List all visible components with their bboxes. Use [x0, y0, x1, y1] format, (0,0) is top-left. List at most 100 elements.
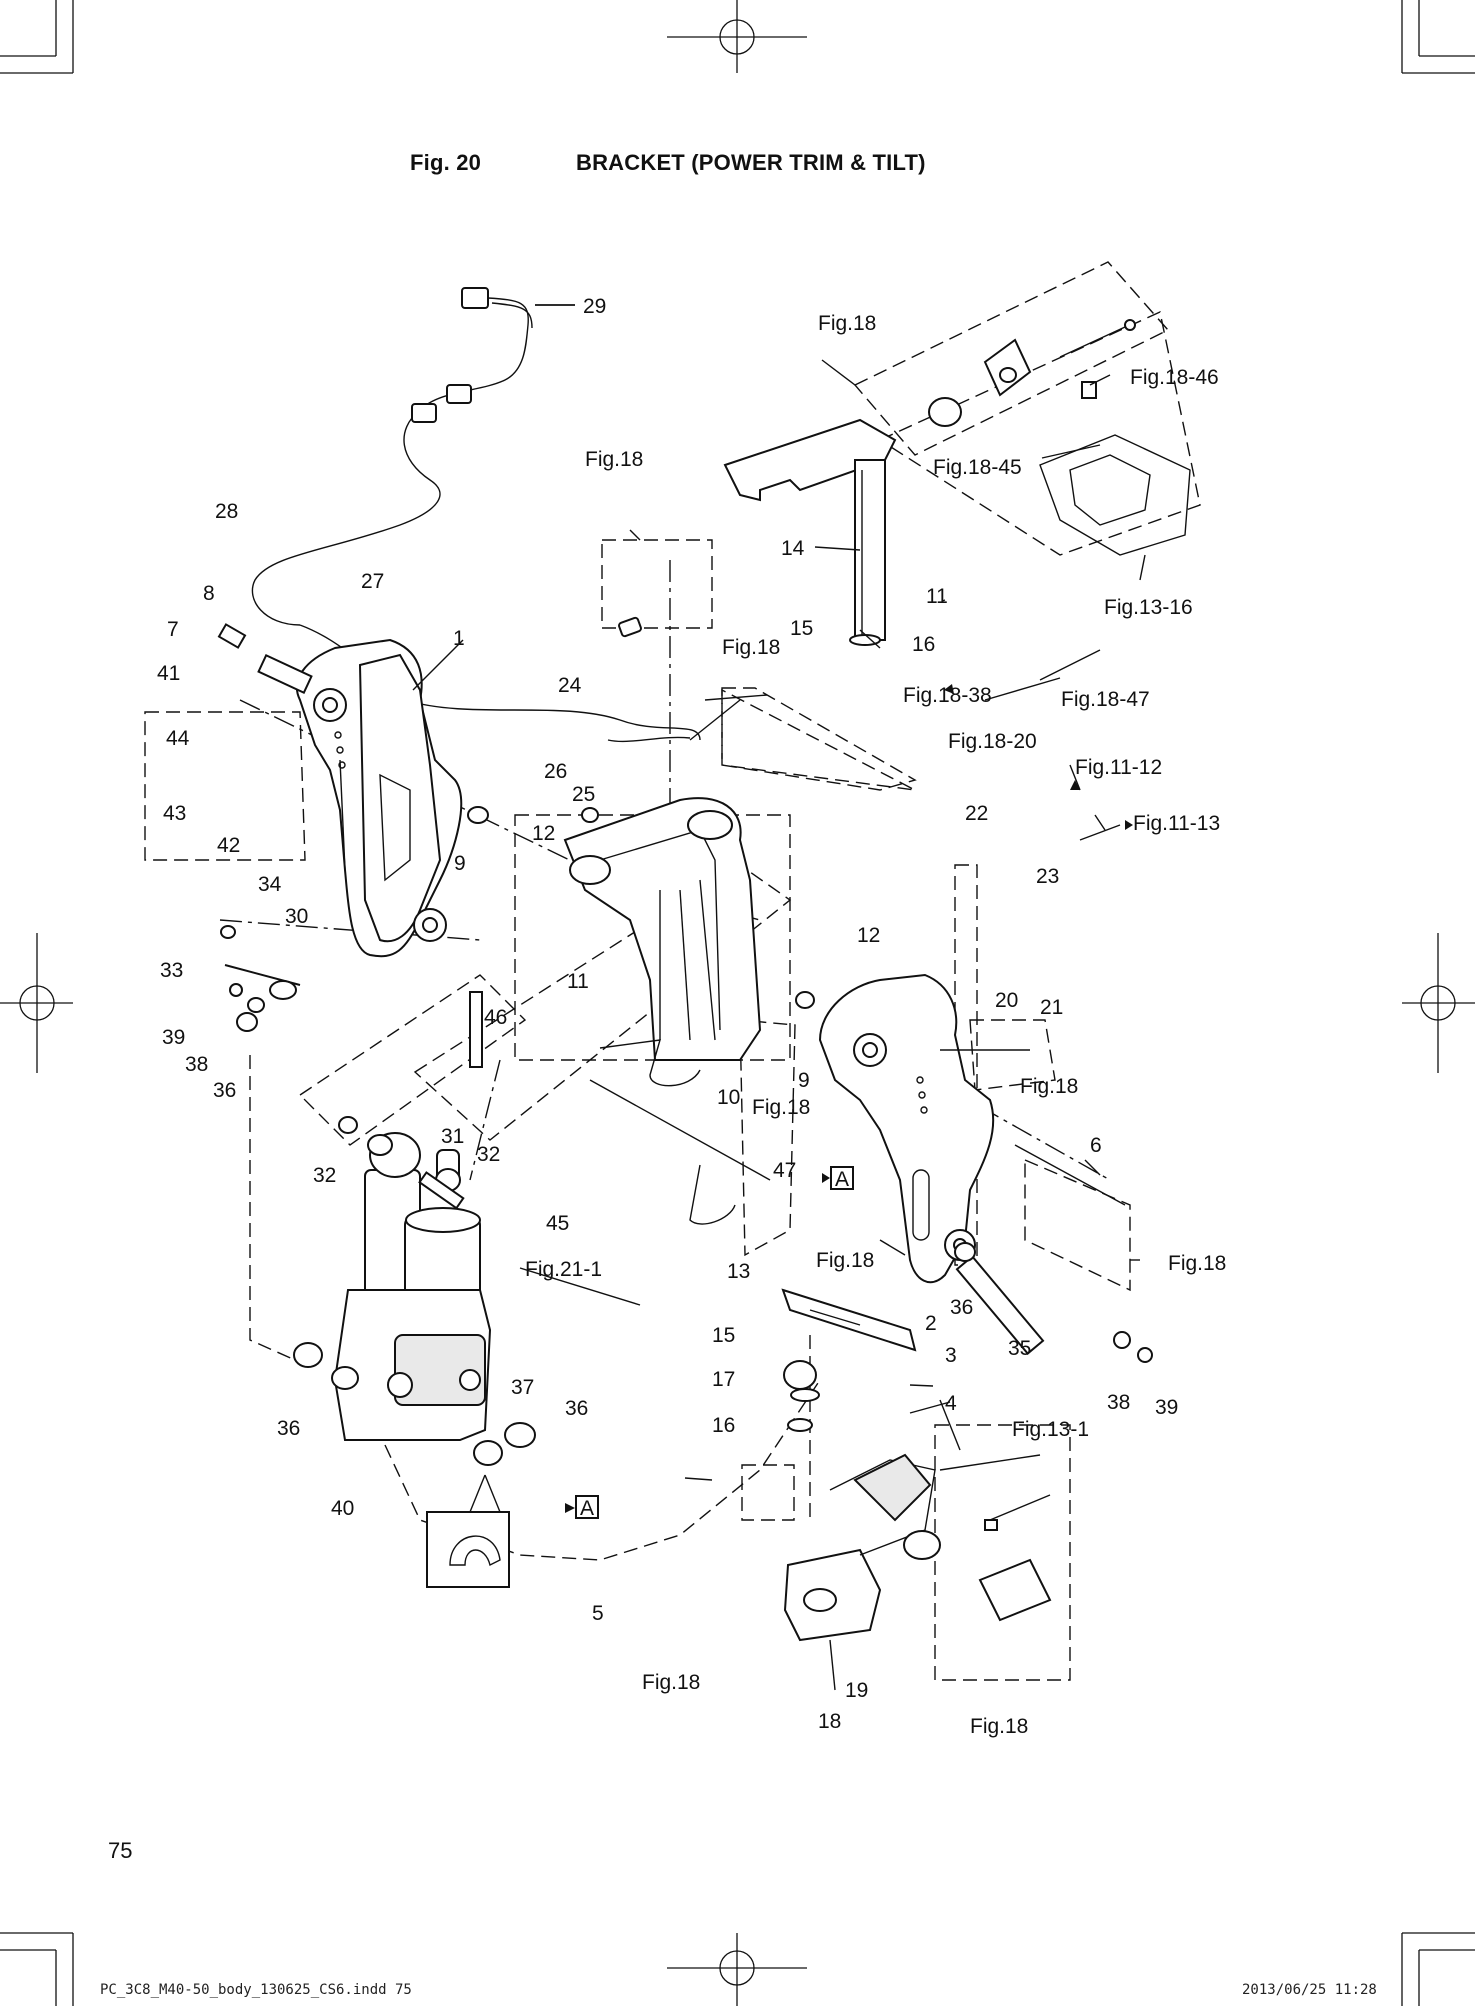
callout-15b: 15 [712, 1324, 735, 1347]
callout-21: 21 [1040, 996, 1063, 1019]
callout-5: 5 [592, 1602, 604, 1625]
callout-1: 1 [453, 627, 465, 650]
callout-8: 8 [203, 582, 215, 605]
callout-41: 41 [157, 662, 180, 685]
ref-fig18-axle: Fig.18 [1168, 1252, 1226, 1275]
callout-47: 47 [773, 1159, 796, 1182]
callout-12a: 12 [532, 822, 555, 845]
callout-37: 37 [511, 1376, 534, 1399]
callout-labels: 1 2 3 4 5 6 7 8 9 9 10 11 11 12 12 13 14… [157, 295, 1178, 1733]
callout-18: 18 [818, 1710, 841, 1733]
reference-box-a-upper: A [830, 1166, 854, 1191]
footer-date: 2013/06/25 11:28 [1242, 1982, 1377, 1998]
ref-fig18-br: Fig.18 [970, 1715, 1028, 1738]
callout-36d: 36 [565, 1397, 588, 1420]
callout-32a: 32 [313, 1164, 336, 1187]
callout-27: 27 [361, 570, 384, 593]
connector-icon [446, 384, 472, 404]
page-number: 75 [108, 1838, 133, 1863]
ref-fig21-1: Fig.21-1 [525, 1258, 602, 1281]
callout-40: 40 [331, 1497, 354, 1520]
ref-fig18-38: Fig.18-38 [903, 684, 992, 707]
ref-fig18-mid: Fig.18 [722, 636, 780, 659]
callout-26: 26 [544, 760, 567, 783]
callout-15a: 15 [790, 617, 813, 640]
ref-box-a-lower-label: A [580, 1497, 594, 1520]
callout-20: 20 [995, 989, 1018, 1012]
ref-fig18-47: Fig.18-47 [1061, 688, 1150, 711]
wiring-harness [251, 287, 701, 743]
callout-12b: 12 [857, 924, 880, 947]
callout-31: 31 [441, 1125, 464, 1148]
callout-13: 13 [727, 1260, 750, 1283]
callout-4: 4 [945, 1392, 957, 1415]
ref-fig11-13: Fig.11-13 [1133, 812, 1220, 835]
callout-16a: 16 [912, 633, 935, 656]
callout-38a: 38 [185, 1053, 208, 1076]
callout-10: 10 [717, 1086, 740, 1109]
assembly-group-outlines [144, 261, 1201, 1681]
callout-9a: 9 [454, 852, 466, 875]
callout-30: 30 [285, 905, 308, 928]
connector-icon [411, 403, 437, 423]
callout-42: 42 [217, 834, 240, 857]
callout-38b: 38 [1107, 1391, 1130, 1414]
callout-7: 7 [167, 618, 179, 641]
reference-box-a-lower: A [575, 1495, 599, 1520]
callout-2: 2 [925, 1312, 937, 1335]
ref-fig18-46: Fig.18-46 [1130, 366, 1219, 389]
callout-24: 24 [558, 674, 582, 697]
callout-33: 33 [160, 959, 183, 982]
swivel-bracket [563, 797, 762, 1061]
ref-fig18-20: Fig.18-20 [948, 730, 1037, 753]
ref-fig13-1: Fig.13-1 [1012, 1418, 1089, 1441]
pivot-parts [928, 319, 1191, 556]
detail-inset [426, 1474, 510, 1588]
figure-references: Fig.18 Fig.18-46 Fig.18-45 Fig.18 Fig.13… [525, 312, 1226, 1738]
callout-28: 28 [215, 500, 238, 523]
callout-11b: 11 [567, 970, 589, 993]
callout-35: 35 [1008, 1337, 1031, 1360]
steering-arm [723, 418, 897, 646]
ref-fig18-lower: Fig.18 [816, 1249, 874, 1272]
ref-fig13-16: Fig.13-16 [1104, 596, 1193, 619]
left-clamp-bracket [295, 638, 463, 958]
connector-icon [461, 287, 489, 309]
callout-39b: 39 [1155, 1396, 1178, 1419]
callout-9b: 9 [798, 1069, 810, 1092]
callout-34: 34 [258, 873, 282, 896]
ref-fig18-clamp: Fig.18 [752, 1096, 810, 1119]
footer-file-name: PC_3C8_M40-50_body_130625_CS6.indd 75 [100, 1982, 412, 1998]
power-trim-tilt-unit [333, 1132, 492, 1441]
callout-25: 25 [572, 783, 595, 806]
callout-43: 43 [163, 802, 186, 825]
callout-36b: 36 [950, 1296, 973, 1319]
ref-fig18-bl: Fig.18 [642, 1671, 700, 1694]
callout-17: 17 [712, 1368, 735, 1391]
lower-mount-housing [783, 1453, 1052, 1642]
callout-3: 3 [945, 1344, 957, 1367]
callout-39a: 39 [162, 1026, 185, 1049]
ref-fig18-right: Fig.18 [1020, 1075, 1078, 1098]
callout-16b: 16 [712, 1414, 735, 1437]
callout-19: 19 [845, 1679, 868, 1702]
callout-6: 6 [1090, 1134, 1102, 1157]
callout-29: 29 [583, 295, 606, 318]
ref-fig18-45: Fig.18-45 [933, 456, 1022, 479]
callout-14: 14 [781, 537, 805, 560]
callout-36c: 36 [277, 1417, 300, 1440]
figure-title: BRACKET (POWER TRIM & TILT) [576, 150, 926, 175]
reference-arrows [565, 684, 1133, 1513]
ref-fig18-left: Fig.18 [585, 448, 643, 471]
rods-and-small-parts [217, 616, 1153, 1466]
callout-46: 46 [484, 1006, 507, 1029]
callout-44: 44 [166, 727, 190, 750]
ref-fig11-12: Fig.11-12 [1075, 756, 1162, 779]
callout-11a: 11 [926, 585, 948, 608]
ref-box-a-upper-label: A [835, 1168, 849, 1191]
callout-45: 45 [546, 1212, 569, 1235]
